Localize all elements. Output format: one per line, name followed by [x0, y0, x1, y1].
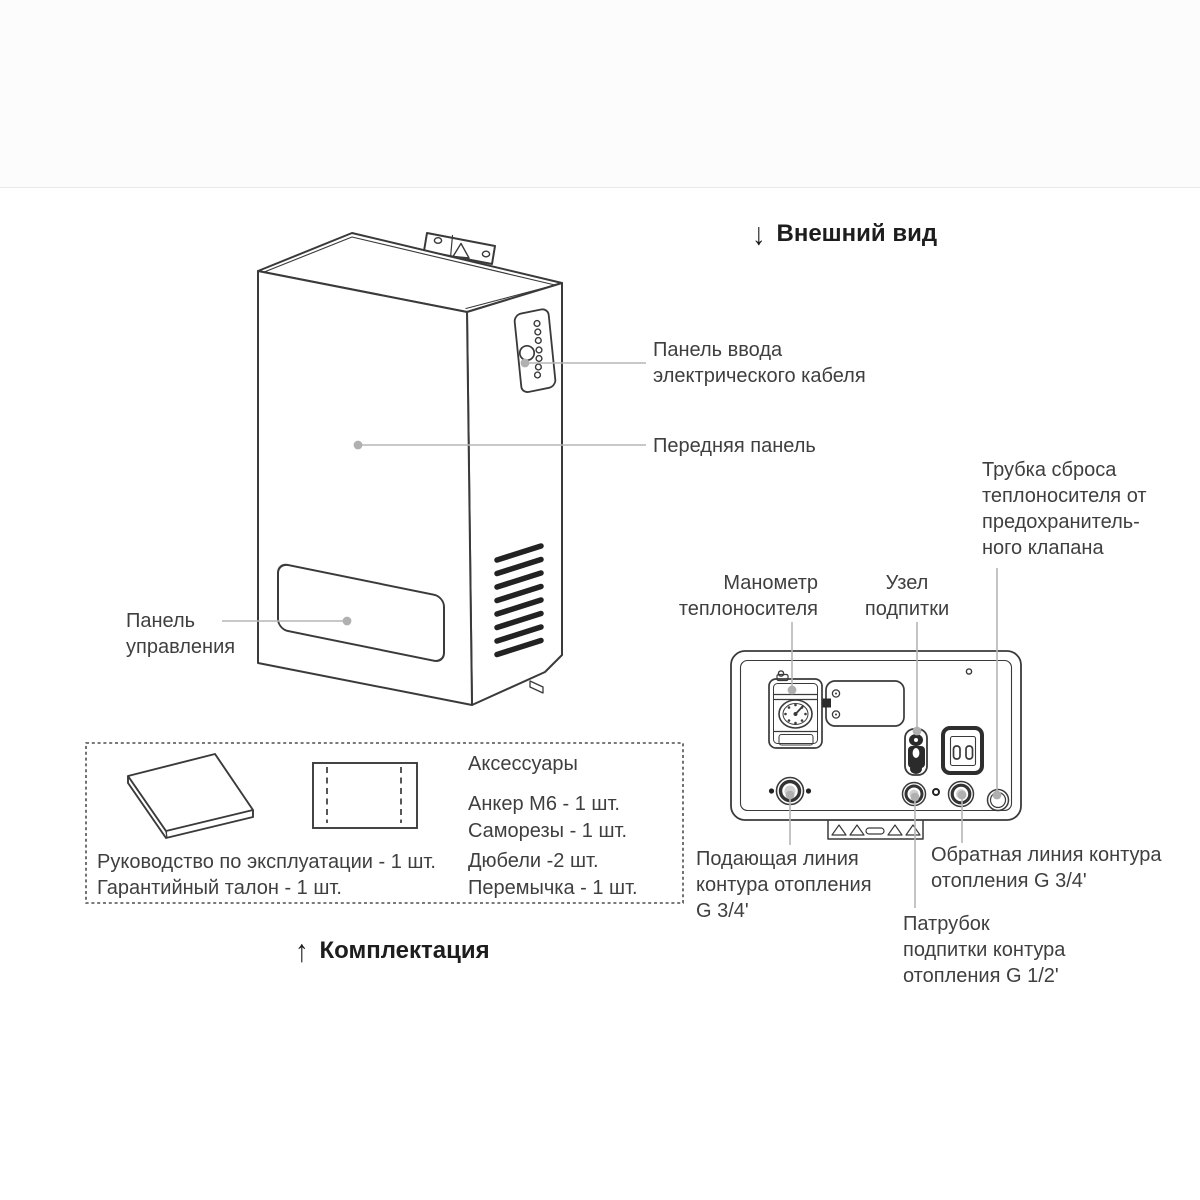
- terminal-cutout-graphic: [822, 680, 905, 727]
- accessory-item: Анкер М6 - 1 шт.: [468, 793, 620, 815]
- page-top-divider: [0, 0, 1200, 188]
- up-arrow-icon: ↑: [295, 933, 309, 968]
- makeup-valve-icon: [904, 728, 928, 776]
- accessory-item: Саморезы - 1 шт.: [468, 820, 628, 842]
- accessory-item: Перемычка - 1 шт.: [468, 877, 638, 899]
- mounting-bracket-icon: [423, 232, 496, 265]
- label-makeup-pipe: Патрубок подпитки контура отопления G 1/…: [903, 913, 1066, 987]
- package-icon: [312, 762, 418, 829]
- package-contents-box: [85, 742, 684, 904]
- list-item: Руководство по эксплуатации - 1 шт.: [97, 851, 436, 873]
- label-control-panel: Панель управления: [126, 610, 236, 658]
- external-view-heading-label: Внешний вид: [776, 220, 938, 247]
- package-contents-heading: ↑ Комплектация: [295, 933, 490, 968]
- vent-grille-icon: [494, 543, 544, 658]
- accessory-item: Дюбели -2 шт.: [468, 850, 599, 872]
- documents-list: Руководство по эксплуатации - 1 шт. Гара…: [97, 849, 436, 901]
- drain-dot-graphic: [932, 788, 940, 796]
- label-return-line: Обратная линия контура отопления G 3/4': [931, 844, 1162, 892]
- control-panel-window-graphic: [277, 563, 445, 662]
- socket-graphic: [941, 726, 984, 775]
- label-front-panel: Передняя панель: [653, 435, 816, 457]
- leader-lines: [222, 358, 1002, 908]
- pressure-gauge-icon: [768, 673, 823, 749]
- list-item: Гарантийный талон - 1 шт.: [97, 877, 342, 899]
- label-manometer: Манометр теплоносителя: [678, 572, 818, 620]
- accessories-title: Аксессуары: [468, 753, 578, 775]
- bottom-view-drawing: [730, 650, 1022, 840]
- book-icon: [127, 753, 254, 839]
- boiler-drawing: [257, 232, 563, 706]
- label-cable-entry-panel: Панель ввода электрического кабеля: [653, 339, 866, 387]
- label-relief-tube: Трубка сброса теплоносителя от предохран…: [982, 459, 1147, 559]
- label-supply-line: Подающая линия контура отопления G 3/4': [696, 848, 872, 922]
- mounting-rail-graphic: [827, 819, 924, 840]
- package-contents-heading-label: Комплектация: [319, 937, 490, 964]
- external-view-heading: ↓ Внешний вид: [752, 216, 938, 251]
- label-makeup-unit: Узел подпитки: [864, 572, 950, 620]
- down-arrow-icon: ↓: [752, 216, 766, 251]
